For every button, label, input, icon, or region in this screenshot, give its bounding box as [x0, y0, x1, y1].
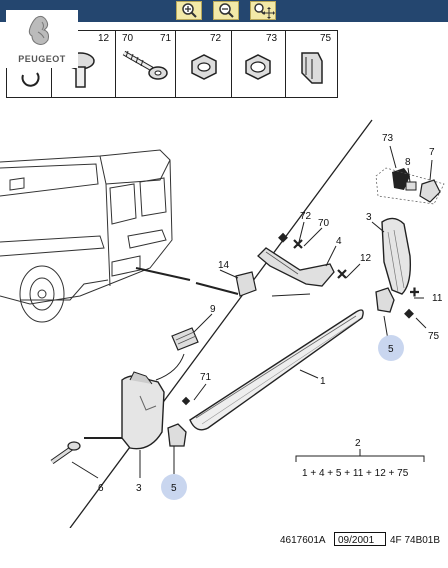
parts-diagram: 73 8 7 3 72 70 4 12 11 75 14 5 9 71 1 2 …: [0, 119, 445, 528]
callout-71[interactable]: 71: [200, 372, 212, 383]
parts-strip-cell[interactable]: 70 71: [115, 31, 176, 97]
cross-markers: [293, 239, 419, 297]
parts-strip-cell: [7, 31, 51, 97]
parts-strip-cell[interactable]: 72: [175, 31, 232, 97]
highlight-callout-5-lower[interactable]: [161, 474, 187, 500]
separator-line: [69, 119, 373, 528]
callout-5-upper[interactable]: 5: [388, 344, 394, 355]
sill-trim-part[interactable]: [189, 309, 364, 431]
callout-12[interactable]: 12: [360, 253, 372, 264]
flange-nut-icon: [245, 54, 271, 80]
end-cap-left[interactable]: [121, 371, 165, 450]
hex-nut-icon: [191, 54, 217, 80]
callout-73[interactable]: 73: [382, 133, 394, 144]
callout-4[interactable]: 4: [336, 236, 342, 247]
toolbar: [0, 0, 448, 22]
end-cap-right[interactable]: [381, 217, 412, 295]
kit-bracket: [295, 455, 425, 462]
callout-75[interactable]: 75: [428, 331, 440, 342]
callout-3-left[interactable]: 3: [136, 483, 142, 494]
callout-70[interactable]: 70: [318, 218, 330, 229]
callout-14[interactable]: 14: [218, 260, 230, 271]
zoom-pan-icon: [254, 3, 275, 19]
clip-ring-icon: [21, 72, 40, 87]
footer-code: 4F 74B01B: [390, 535, 441, 546]
van-illustration: [0, 149, 173, 323]
kit-formula: 1 + 4 + 5 + 11 + 12 + 75: [302, 468, 409, 479]
callout-11[interactable]: 11: [432, 293, 443, 304]
clip-part-5-upper[interactable]: [375, 287, 395, 313]
clip-part-14[interactable]: [235, 271, 257, 297]
brand-name: PEUGEOT: [18, 54, 66, 64]
callout-3-right[interactable]: 3: [366, 212, 372, 223]
bracket-part-4[interactable]: [257, 247, 335, 287]
fastener-markers: [181, 232, 414, 406]
part-number-12: 12: [98, 33, 110, 44]
callout-72[interactable]: 72: [300, 211, 312, 222]
callout-8[interactable]: 8: [405, 157, 411, 168]
zoom-in-icon: [182, 3, 197, 18]
clip-fastener-icon: [301, 52, 323, 84]
footer-date-box: [334, 532, 386, 546]
highlight-callout-5-upper[interactable]: [378, 335, 404, 361]
part-number-70: 70: [122, 33, 134, 44]
part-number-73: 73: [266, 33, 278, 44]
clip-part-5-lower[interactable]: [167, 423, 187, 447]
callout-9[interactable]: 9: [210, 304, 216, 315]
zoom-out-button[interactable]: [213, 1, 239, 20]
screw-part-6[interactable]: [50, 441, 81, 465]
lion-emblem-icon: [28, 15, 49, 45]
cap-part-8[interactable]: [405, 181, 417, 191]
zoom-pan-button[interactable]: [250, 1, 276, 20]
footer-date: 09/2001: [338, 535, 375, 546]
footer-ref: 4617601A: [280, 535, 326, 546]
part-number-72: 72: [210, 33, 222, 44]
part-number-71: 71: [160, 33, 172, 44]
part-number-75: 75: [320, 33, 332, 44]
callout-5-lower[interactable]: 5: [171, 483, 177, 494]
zoom-out-icon: [219, 3, 234, 18]
parts-strip-cell[interactable]: 73: [231, 31, 286, 97]
callout-2[interactable]: 2: [355, 438, 361, 449]
callout-1[interactable]: 1: [320, 376, 326, 387]
screw-icon: [122, 50, 168, 80]
parts-strip-cell[interactable]: 75: [285, 31, 338, 97]
callout-6[interactable]: 6: [98, 483, 104, 494]
brand-logo: PEUGEOT: [6, 10, 78, 68]
zoom-in-button[interactable]: [176, 1, 202, 20]
callout-7[interactable]: 7: [429, 147, 435, 158]
